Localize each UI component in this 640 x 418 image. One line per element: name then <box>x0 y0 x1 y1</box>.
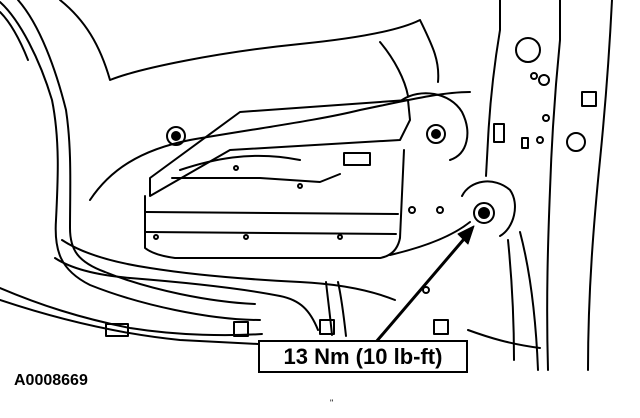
frame-hole-3 <box>530 72 538 80</box>
door-frame-right-2 <box>546 0 561 371</box>
door-frame-right-3 <box>587 0 613 371</box>
module-dot-3 <box>337 234 343 240</box>
frame-dot-2 <box>436 206 444 214</box>
module-housing-slot <box>171 173 341 183</box>
module-housing-top <box>149 99 411 197</box>
wire-harness-drop-2 <box>337 281 347 337</box>
module-dot-1 <box>233 165 239 171</box>
frame-hole-1 <box>515 37 541 63</box>
tick-mark: " <box>330 398 334 408</box>
door-frame-edge <box>519 231 539 371</box>
frame-slot-4 <box>433 319 449 335</box>
wire-harness-lower <box>61 239 396 301</box>
door-lower-contour <box>0 287 263 337</box>
wire-harness-branch <box>54 257 319 331</box>
figure-id: A0008669 <box>14 372 88 389</box>
frame-hole-4 <box>566 132 586 152</box>
frame-hole-2 <box>538 74 550 86</box>
torque-callout: 13 Nm (10 lb-ft) <box>283 343 443 369</box>
module-dot-5 <box>297 183 303 189</box>
upper-panel-inner <box>379 41 409 97</box>
bolt-boss-upper <box>401 92 469 161</box>
bolt-icon <box>426 124 446 144</box>
frame-slot-6 <box>319 319 335 335</box>
frame-slot-1 <box>581 91 597 107</box>
door-inner-contour <box>17 0 256 305</box>
module-dot-2 <box>243 234 249 240</box>
module-housing-line-2 <box>145 231 397 235</box>
module-connector <box>343 152 371 166</box>
frame-hole-5 <box>542 114 550 122</box>
module-dot-4 <box>153 234 159 240</box>
wire-clip <box>105 323 129 337</box>
door-outer-contour <box>0 1 261 321</box>
frame-lower-right <box>467 329 541 349</box>
frame-lower-line <box>0 299 259 345</box>
module-housing-ridge <box>179 154 301 171</box>
upper-panel-outline <box>59 0 440 83</box>
wire-harness-right <box>389 221 471 256</box>
frame-slot-2 <box>493 123 505 143</box>
frame-dot-1 <box>408 206 416 214</box>
module-housing-line <box>145 211 399 215</box>
frame-slot-5 <box>233 321 249 337</box>
arrow-icon <box>374 225 475 344</box>
bolt-boss-lower <box>461 180 516 237</box>
wire-harness-main <box>89 91 471 201</box>
frame-slot-3 <box>521 137 529 149</box>
frame-hole-6 <box>536 136 544 144</box>
door-frame-edge-2 <box>507 239 515 361</box>
module-housing-front <box>144 149 405 259</box>
bolt-icon <box>166 126 186 146</box>
door-edge-contour <box>0 11 29 61</box>
wire-harness-drop <box>325 281 333 336</box>
torque-callout-box: 13 Nm (10 lb-ft) <box>258 340 468 373</box>
door-frame-right <box>485 0 501 177</box>
frame-dot-3 <box>422 286 430 294</box>
bolt-icon <box>473 202 495 224</box>
